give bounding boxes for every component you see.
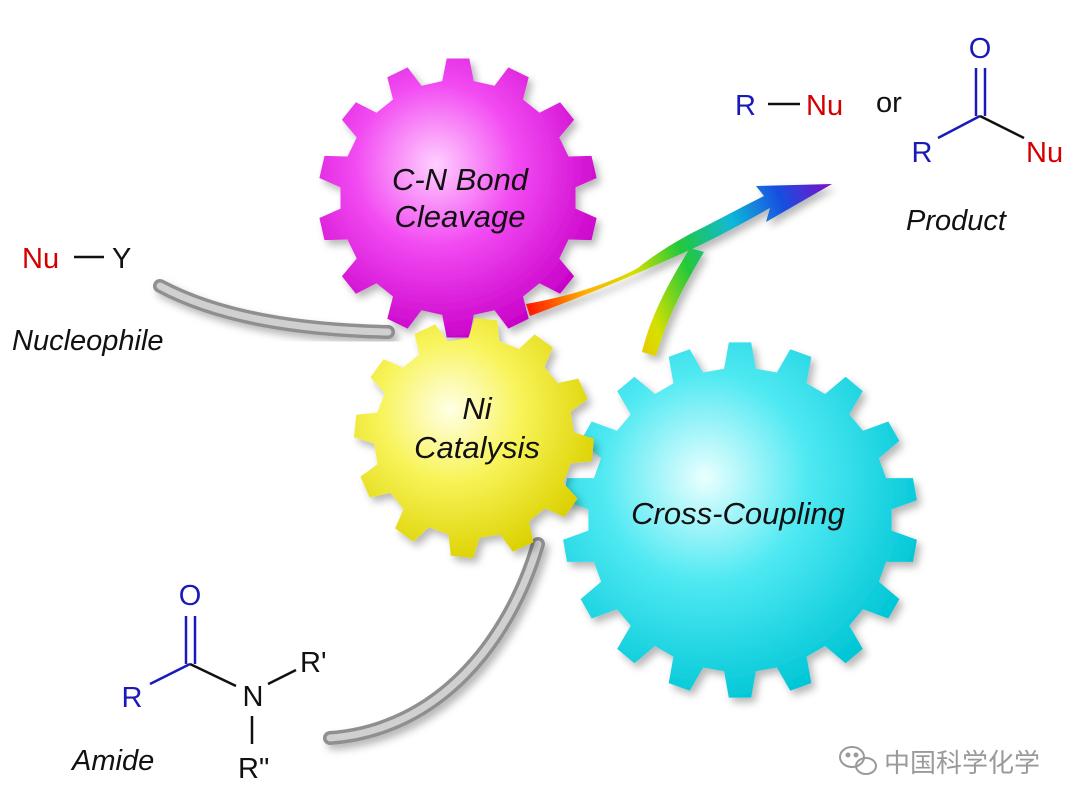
amide-caption: Amide [70,745,154,777]
nucleophile-structure: Nu Y [22,243,131,275]
wechat-icon [839,746,877,775]
gear-icon [354,318,594,558]
cn-bond-cleavage-gear [319,58,597,338]
cn-gear-label-line2: Cleavage [395,199,526,234]
product-ketone: O R Nu [912,33,1064,169]
nu-atom-label: Nu [22,243,59,275]
y-atom-label: Y [112,243,131,275]
product-caption: Product [906,205,1008,237]
product-r-label: R [735,90,756,122]
amide-feed-track [323,537,545,745]
gear-icon [563,342,917,698]
cc-gear-label: Cross-Coupling [631,496,845,531]
ketone-o-label: O [969,33,992,65]
or-label: or [876,87,902,119]
product-nu-label: Nu [806,90,843,122]
cn-gear-label-line1: C-N Bond [392,162,530,197]
cross-coupling-gear [563,342,917,698]
amide-structure: O R N R' R" [122,580,327,785]
watermark: 中国科学化学 [839,746,1040,779]
amide-o-label: O [179,580,202,612]
ketone-r-label: R [912,137,933,169]
amide-r1-label: R' [300,647,326,679]
amide-n-label: N [243,681,264,713]
amide-r2-label: R" [238,753,269,785]
watermark-text: 中国科学化学 [884,749,1040,779]
ni-catalysis-gear [354,318,594,558]
gear-icon [319,58,597,338]
nucleophile-caption: Nucleophile [12,325,164,357]
reaction-arrow [526,184,832,356]
ketone-nu-label: Nu [1026,137,1063,169]
ni-gear-label-line2: Catalysis [414,430,540,465]
amide-r-label: R [122,682,143,714]
ni-gear-label-line1: Ni [462,391,492,426]
product-r-nu: R Nu [735,90,843,122]
